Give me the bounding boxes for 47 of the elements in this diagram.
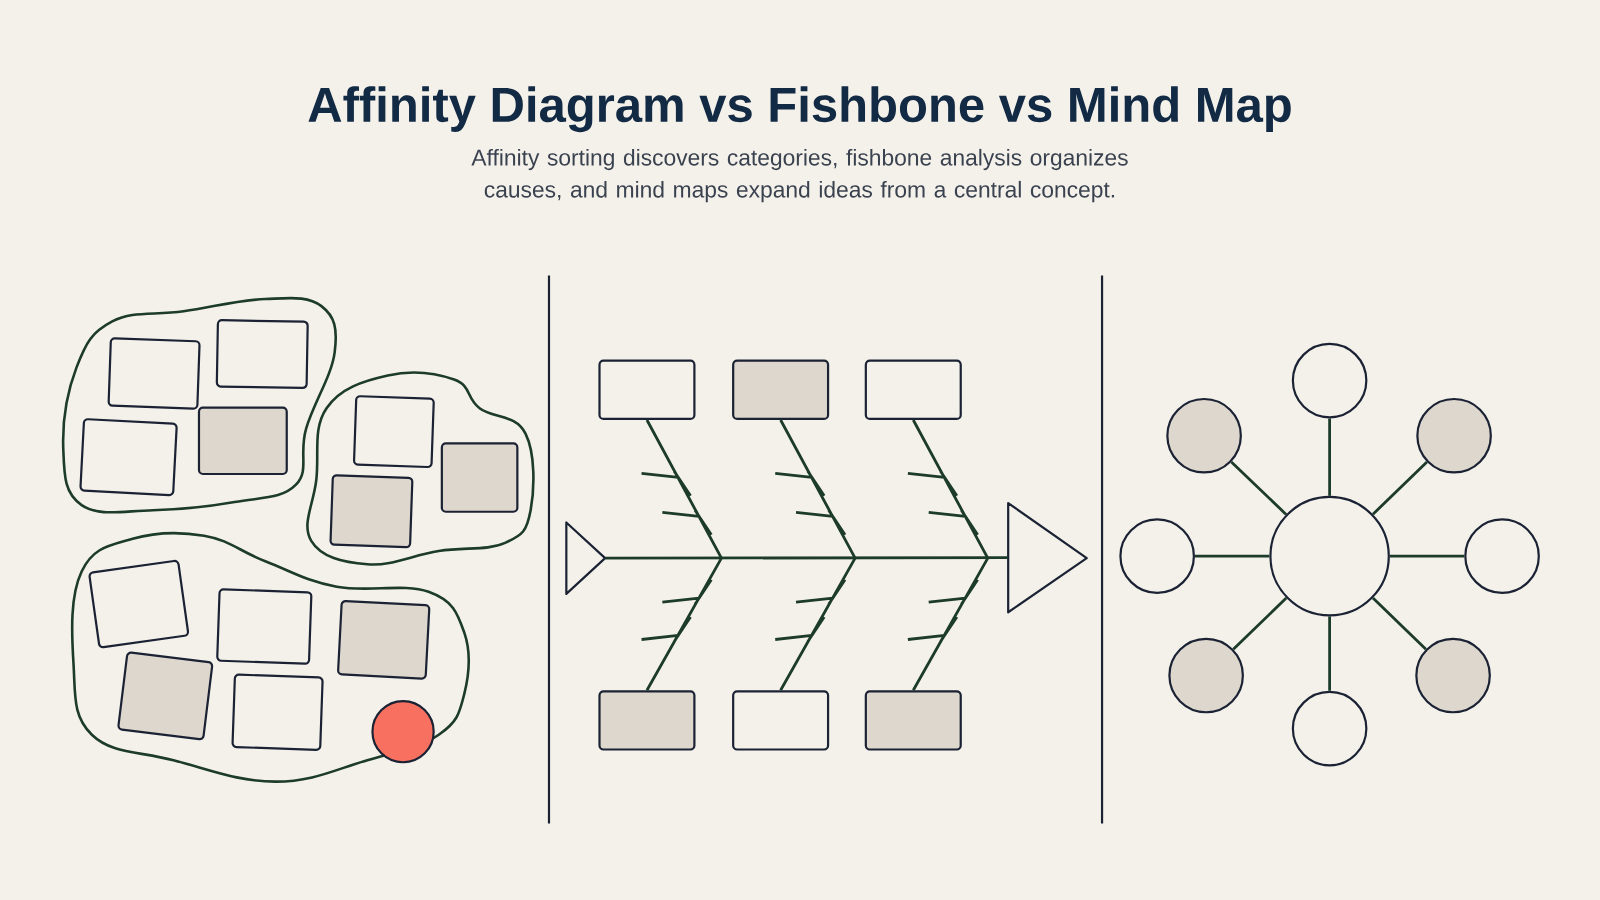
circle-node bbox=[1464, 518, 1540, 594]
fish-bone bbox=[906, 418, 990, 560]
connector-line bbox=[1232, 597, 1288, 651]
sticky-note bbox=[231, 673, 324, 751]
connector-line bbox=[1371, 597, 1427, 651]
title: Affinity Diagram vs Fishbone vs Mind Map bbox=[308, 86, 1291, 133]
sticky-note bbox=[337, 599, 431, 680]
connector-line bbox=[605, 556, 1008, 560]
fish-bone bbox=[773, 418, 857, 560]
circle-node bbox=[1416, 397, 1492, 474]
circle-node bbox=[371, 699, 435, 764]
fish-bone bbox=[773, 556, 857, 692]
circle-node bbox=[1119, 518, 1195, 594]
connector-line bbox=[1328, 418, 1331, 496]
connector-line bbox=[1371, 461, 1428, 516]
fish-bone bbox=[640, 556, 723, 692]
sticky-note bbox=[79, 418, 178, 497]
circle-node bbox=[1269, 495, 1390, 617]
circle-node bbox=[1168, 637, 1244, 714]
fish-tail-triangle bbox=[565, 521, 607, 595]
fish-head-triangle bbox=[1007, 501, 1088, 614]
sticky-note bbox=[598, 359, 696, 420]
sticky-note bbox=[107, 337, 201, 410]
fish-bone bbox=[906, 556, 990, 692]
sticky-note bbox=[352, 395, 435, 469]
sticky-note bbox=[329, 474, 414, 549]
connector-line bbox=[1389, 554, 1465, 558]
sticky-note bbox=[215, 319, 309, 390]
sticky-note bbox=[117, 651, 214, 741]
connector-line bbox=[1328, 616, 1331, 691]
circle-node bbox=[1166, 397, 1242, 474]
sticky-note bbox=[197, 406, 288, 476]
sticky-note bbox=[88, 559, 190, 649]
connector-line bbox=[1230, 460, 1288, 516]
sticky-note bbox=[732, 359, 830, 420]
sticky-note bbox=[216, 588, 313, 665]
circle-node bbox=[1415, 637, 1491, 714]
circle-node bbox=[1291, 342, 1368, 419]
sticky-note bbox=[440, 442, 519, 513]
subtitle: Affinity sorting discovers categories, fishbone analysis organizes causes, and mind maps expand ideas from a central concept. bbox=[471, 148, 1128, 203]
circle-node bbox=[1291, 690, 1368, 767]
sticky-note bbox=[732, 690, 830, 751]
sticky-note bbox=[598, 690, 696, 751]
sticky-note bbox=[864, 359, 962, 420]
fish-bone bbox=[640, 418, 723, 560]
sticky-note bbox=[864, 690, 962, 751]
connector-line bbox=[1195, 554, 1270, 558]
